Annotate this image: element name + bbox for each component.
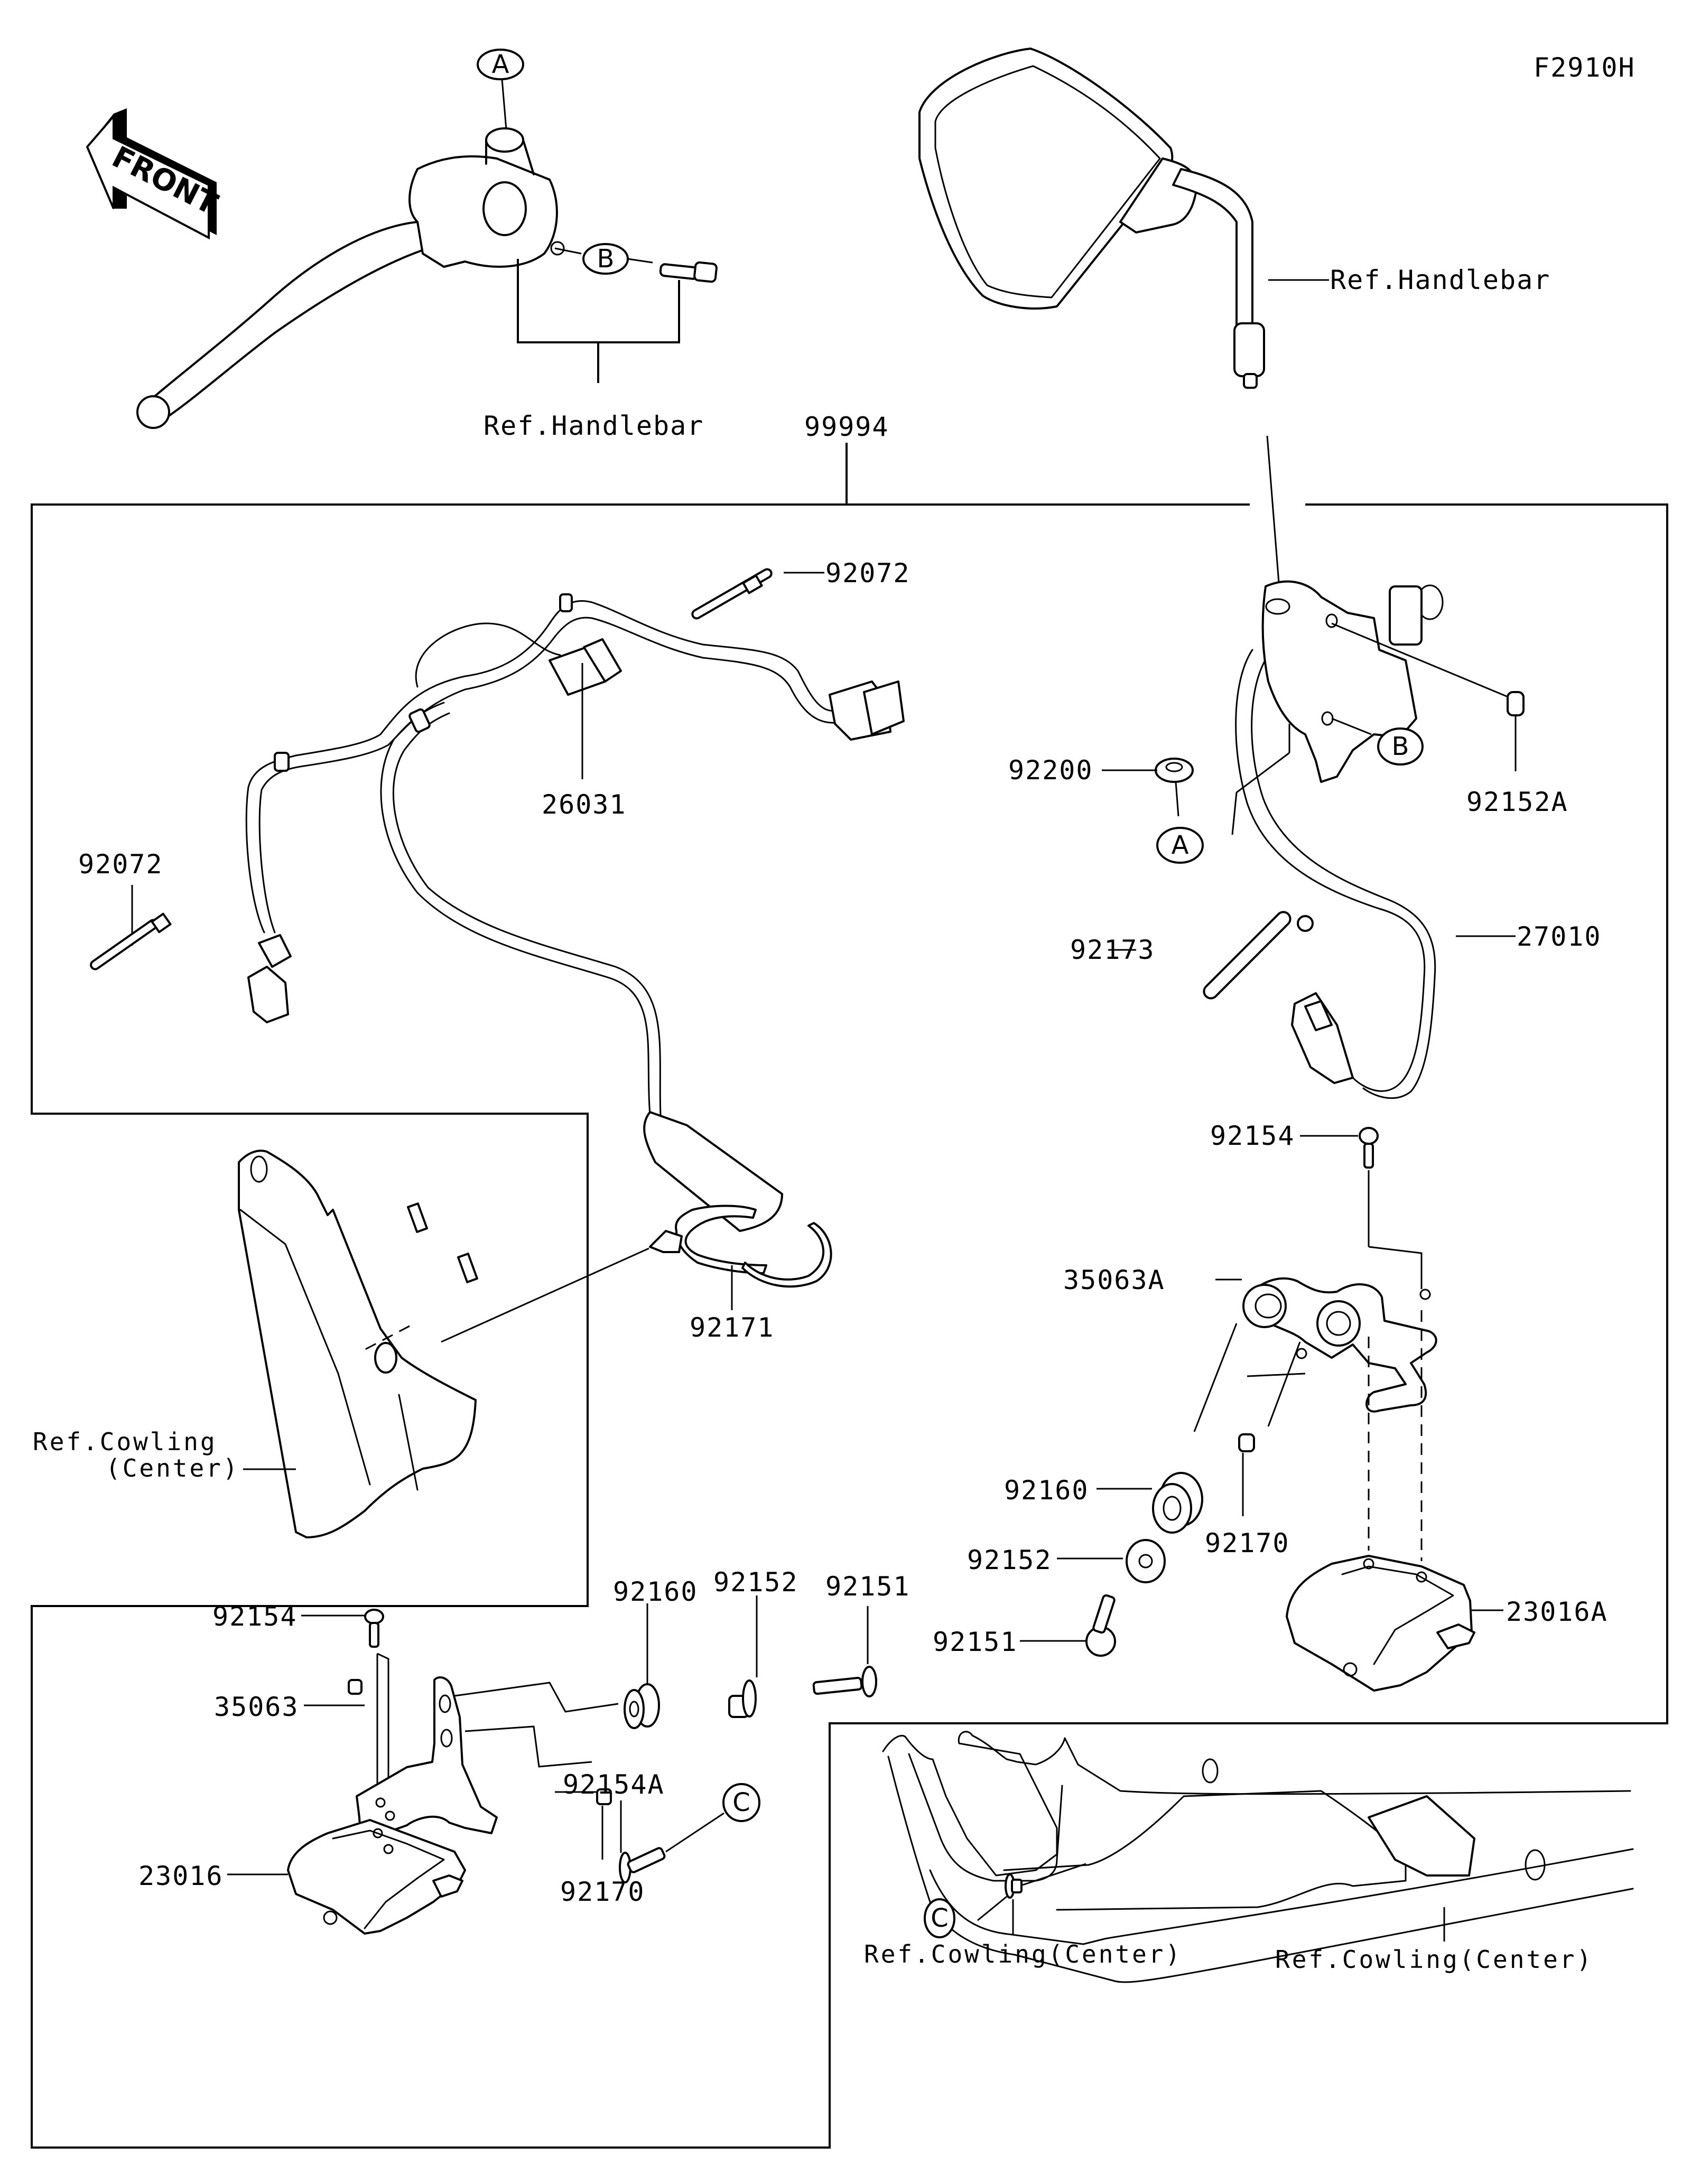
label-35063A: 35063A bbox=[1063, 1265, 1165, 1295]
bolt-b-top bbox=[659, 261, 718, 283]
nut-92170-left-part bbox=[596, 1788, 612, 1805]
svg-text:A: A bbox=[492, 50, 509, 79]
label-92170-left: 92170 bbox=[560, 1877, 645, 1907]
ref-marker-b-top: B bbox=[554, 243, 653, 275]
ref-handlebar-left-bracket bbox=[517, 259, 680, 383]
label-35063: 35063 bbox=[214, 1692, 299, 1722]
clip-92171 bbox=[649, 1205, 832, 1288]
label-92152-right: 92152 bbox=[967, 1545, 1052, 1575]
washer-92200 bbox=[1155, 758, 1194, 783]
ref-cowling-center-bottom-label-1: Ref.Cowling(Center) bbox=[864, 1940, 1182, 1968]
switch-23016A bbox=[1286, 1555, 1475, 1692]
ref-cowling-center-bottom-label-2: Ref.Cowling(Center) bbox=[1275, 1945, 1593, 1974]
label-92072-top: 92072 bbox=[825, 558, 910, 589]
collar-92152-right bbox=[1126, 1539, 1166, 1583]
figure-code: F2910H bbox=[1534, 52, 1636, 83]
cable-tie-92072-left bbox=[90, 912, 172, 970]
label-92200: 92200 bbox=[1008, 755, 1093, 786]
svg-text:B: B bbox=[597, 244, 615, 274]
band-92173 bbox=[1203, 911, 1314, 1000]
bolt-92154-left bbox=[364, 1609, 384, 1648]
bolt-92151-right bbox=[1085, 1594, 1116, 1657]
ref-marker-c-left: C bbox=[722, 1783, 760, 1822]
front-arrow-icon: FRONT bbox=[86, 108, 223, 240]
collar-92152A bbox=[1507, 691, 1525, 716]
grommet-92160-right bbox=[1152, 1472, 1203, 1534]
label-27010: 27010 bbox=[1517, 921, 1602, 952]
label-23016: 23016 bbox=[138, 1861, 224, 1891]
label-26031: 26031 bbox=[542, 789, 627, 820]
label-92173: 92173 bbox=[1070, 935, 1155, 965]
label-92154-left: 92154 bbox=[212, 1601, 298, 1632]
label-92152-left: 92152 bbox=[713, 1567, 798, 1598]
ref-marker-c-right: C bbox=[924, 1898, 955, 1938]
label-92154A: 92154A bbox=[563, 1769, 665, 1800]
svg-text:B: B bbox=[1392, 732, 1409, 761]
cable-tie-92072-top bbox=[691, 568, 773, 620]
wire-harness-26031 bbox=[245, 593, 905, 1232]
bolt-92154-right bbox=[1359, 1127, 1379, 1169]
svg-text:A: A bbox=[1172, 830, 1189, 860]
sensor-harness-27010 bbox=[1235, 580, 1444, 1099]
nut-92170-right bbox=[1238, 1433, 1255, 1452]
ref-cowling-center-left-label-2: (Center) bbox=[106, 1454, 240, 1482]
label-92152A: 92152A bbox=[1466, 787, 1568, 817]
kit-number-label: 99994 bbox=[804, 412, 889, 442]
ref-marker-a-top: A bbox=[477, 49, 524, 130]
label-92154-right: 92154 bbox=[1210, 1121, 1295, 1151]
label-92160-left: 92160 bbox=[613, 1576, 698, 1607]
kit-99994-outline bbox=[31, 503, 1668, 2149]
ref-handlebar-left-label: Ref.Handlebar bbox=[484, 410, 704, 441]
bolt-92154A bbox=[619, 1847, 666, 1883]
mirror bbox=[918, 48, 1265, 389]
nut-92170-left bbox=[348, 1679, 363, 1695]
svg-text:C: C bbox=[931, 1903, 949, 1933]
label-92170-right: 92170 bbox=[1205, 1528, 1290, 1558]
label-92151-right: 92151 bbox=[933, 1627, 1018, 1657]
bracket-35063A bbox=[1242, 1277, 1437, 1413]
switch-23016 bbox=[287, 1819, 466, 1935]
clutch-lever-assembly bbox=[136, 127, 565, 429]
label-23016A: 23016A bbox=[1506, 1597, 1608, 1627]
label-92171: 92171 bbox=[690, 1312, 775, 1343]
ref-marker-a-right: A bbox=[1156, 827, 1204, 864]
svg-text:C: C bbox=[732, 1788, 750, 1817]
ref-handlebar-right-label: Ref.Handlebar bbox=[1330, 265, 1550, 295]
cowling-center-left bbox=[238, 1150, 478, 1538]
ref-marker-b-right: B bbox=[1377, 727, 1424, 766]
grommet-92160-left bbox=[624, 1683, 660, 1729]
bolt-92151-left bbox=[812, 1666, 877, 1697]
label-92072-left: 92072 bbox=[78, 849, 163, 880]
collar-92152-left bbox=[728, 1679, 757, 1718]
label-92151-left: 92151 bbox=[825, 1571, 910, 1602]
label-92160-right: 92160 bbox=[1004, 1475, 1089, 1506]
cowling-center-bottom bbox=[882, 1731, 1634, 1983]
clip-ref-cowling bbox=[1005, 1873, 1023, 1899]
ref-cowling-center-left-label-1: Ref.Cowling bbox=[33, 1427, 217, 1456]
